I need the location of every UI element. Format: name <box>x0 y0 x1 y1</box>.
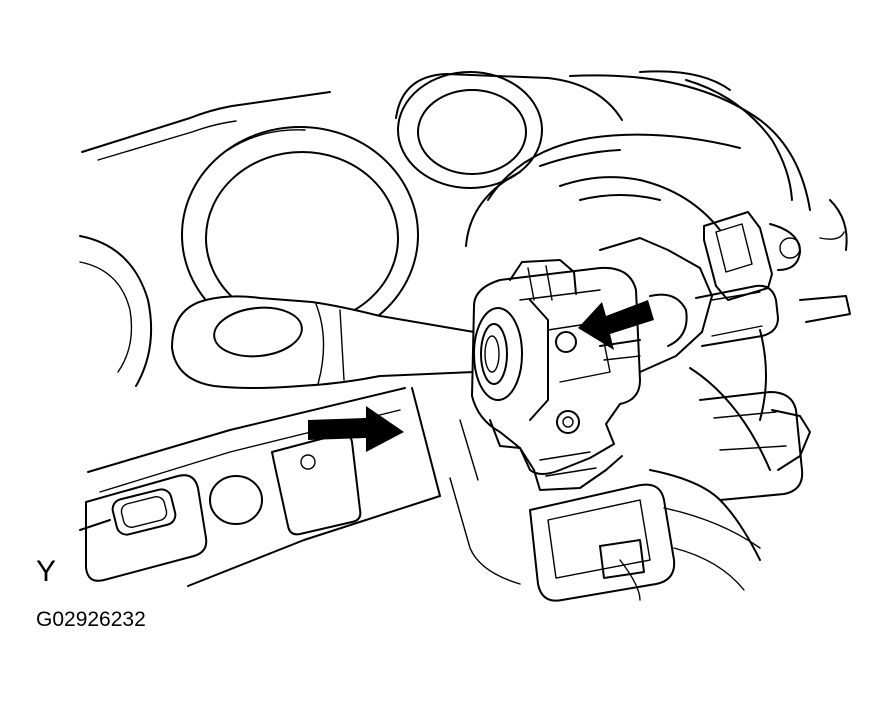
figure-code: G02926232 <box>36 608 146 631</box>
combination-switch-assembly <box>471 259 641 491</box>
steering-column-cover <box>449 133 771 585</box>
view-label: Y <box>36 555 57 588</box>
combination-switch-lever <box>171 295 483 389</box>
arrow-left-icon <box>578 300 654 350</box>
arrow-right-icon <box>308 406 404 452</box>
lower-switch-panel <box>85 432 362 582</box>
headlight-switch-body <box>599 237 779 377</box>
wiring-and-connectors <box>529 211 851 602</box>
